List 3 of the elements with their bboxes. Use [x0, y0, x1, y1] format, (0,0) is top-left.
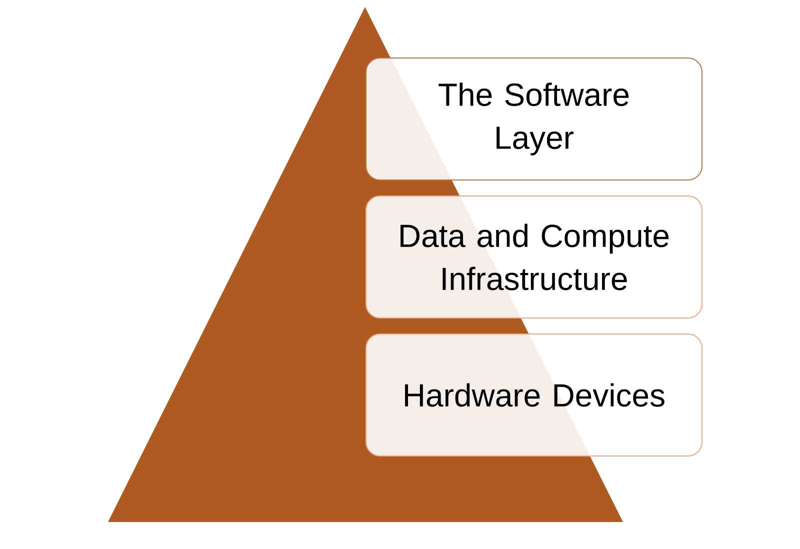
layer-box: The Software Layer [366, 58, 702, 180]
layer-box: Hardware Devices [366, 334, 702, 456]
layer-box: Data and Compute Infrastructure [366, 196, 702, 318]
